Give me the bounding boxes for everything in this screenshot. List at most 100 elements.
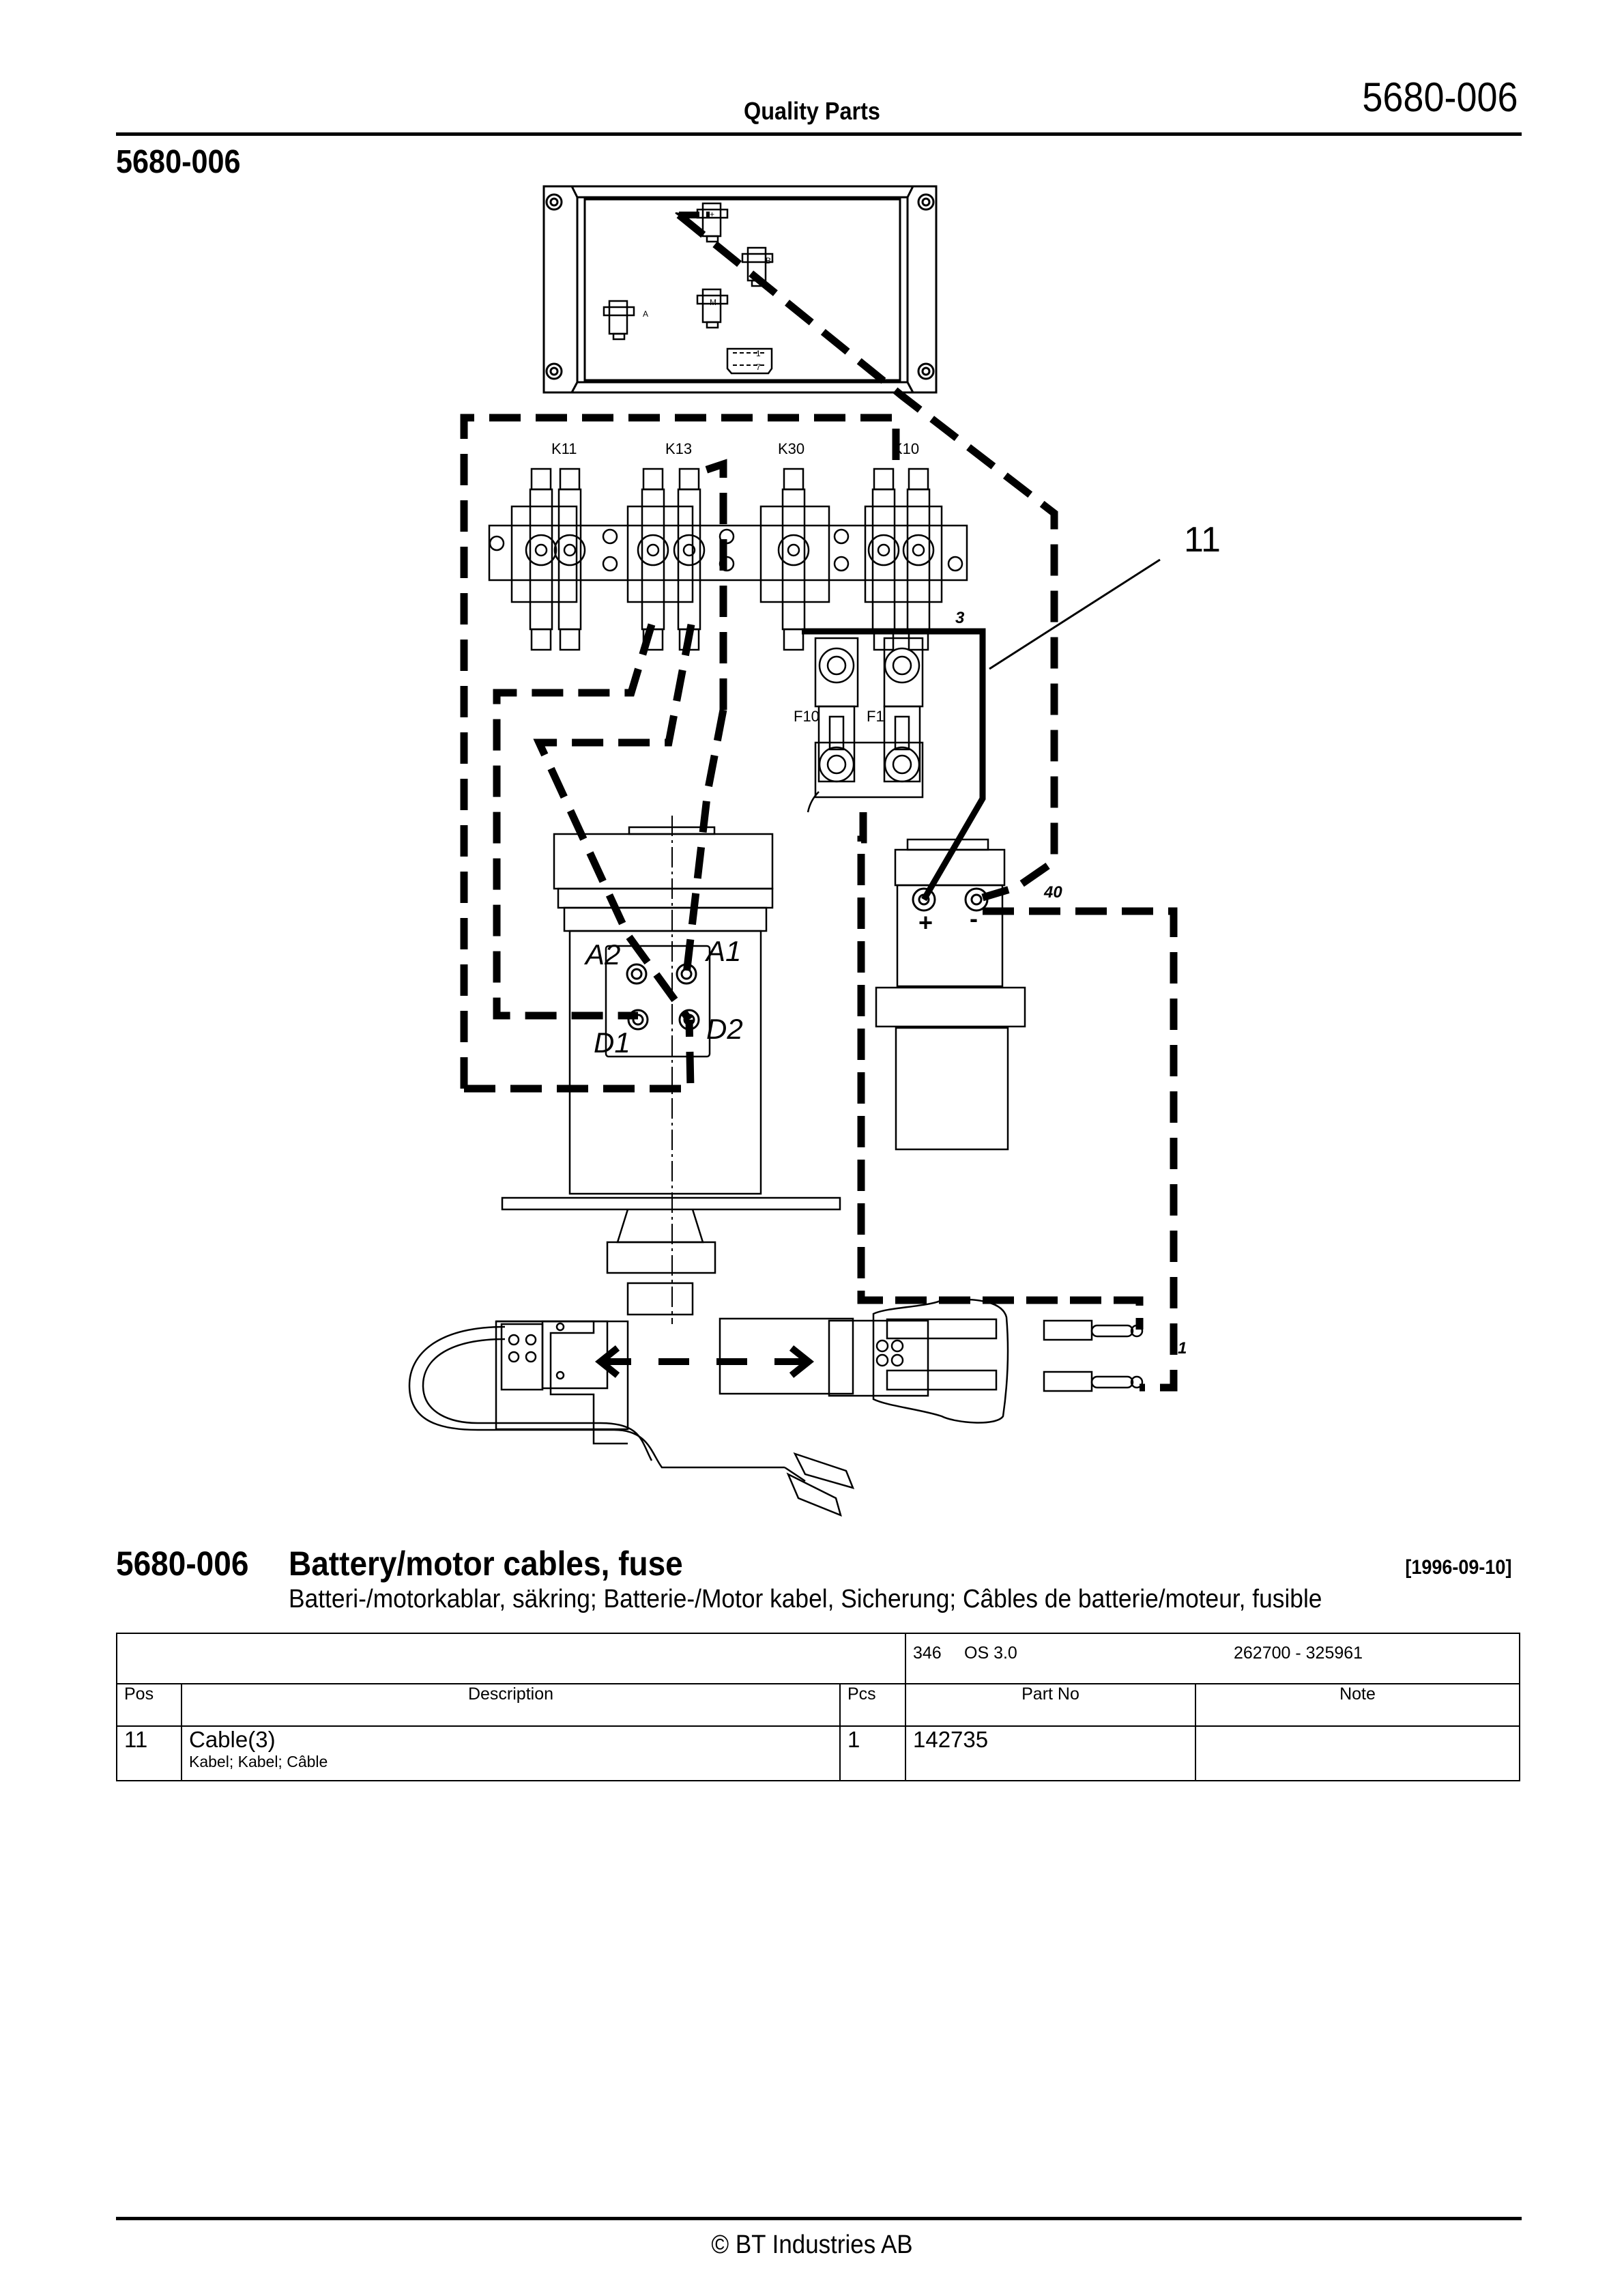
column-header: Pos bbox=[116, 1683, 182, 1727]
column-header: Part No bbox=[905, 1683, 1196, 1727]
contactor-top-bolt bbox=[678, 468, 700, 491]
contactor-pole-disk bbox=[902, 534, 935, 566]
contactor-pole-disk bbox=[646, 543, 660, 557]
column-header: Pcs bbox=[839, 1683, 906, 1727]
battery-terminal-label: - bbox=[970, 904, 978, 932]
fuse-holder bbox=[807, 637, 924, 813]
battery-terminal-label: + bbox=[918, 908, 933, 936]
contactor-bottom-bolt bbox=[530, 628, 552, 651]
meta-model: 346 bbox=[913, 1644, 942, 1663]
controller-terminal-mark: + bbox=[710, 210, 714, 219]
contactor-top-bolt bbox=[783, 468, 804, 491]
contactor-body bbox=[759, 505, 830, 603]
cell-pos: 11 bbox=[116, 1725, 182, 1781]
contactor-pole bbox=[781, 488, 806, 631]
contactor-pole-disk bbox=[673, 534, 706, 566]
terminal-bolt-icon bbox=[603, 202, 774, 341]
contactor-top-bolt bbox=[530, 468, 552, 491]
cell-description: Cable(3) bbox=[189, 1727, 276, 1752]
controller-terminal-mark: B- bbox=[766, 256, 774, 266]
controller-terminal-mark: 1 bbox=[756, 349, 761, 358]
footer-rule bbox=[116, 2217, 1522, 2220]
section-date: [1996-09-10] bbox=[1404, 1556, 1511, 1579]
battery-unit bbox=[875, 838, 1026, 1151]
hex-nut-icon bbox=[489, 535, 505, 551]
hex-nut-icon bbox=[947, 556, 963, 572]
contactor-body bbox=[864, 505, 943, 603]
callout-leader-line bbox=[989, 558, 1161, 670]
table-row: 11 Cable(3) Kabel; Kabel; Câble 1 142735 bbox=[116, 1725, 1520, 1781]
cell-translations: Kabel; Kabel; Câble bbox=[189, 1753, 328, 1770]
contactor-pole bbox=[529, 488, 553, 631]
wire-number: 3 bbox=[955, 609, 965, 627]
hex-nut-icon bbox=[602, 528, 618, 545]
header-page-code: 5680-006 bbox=[1362, 74, 1518, 120]
battery-connector-plug bbox=[408, 1317, 855, 1517]
motor-terminal-label: D2 bbox=[706, 1013, 743, 1045]
fuse-label: F1 bbox=[867, 708, 884, 725]
contactor-label: K10 bbox=[893, 440, 919, 457]
contactor-pole-disk bbox=[682, 543, 696, 557]
section-code: 5680-006 bbox=[116, 1545, 249, 1583]
motor-terminal-label: D1 bbox=[594, 1027, 630, 1059]
contactor-body bbox=[626, 505, 694, 603]
contactor-pole-disk bbox=[867, 534, 900, 566]
arrow-tip-icon bbox=[675, 212, 691, 225]
contactor-pole bbox=[871, 488, 896, 631]
meta-version: OS 3.0 bbox=[964, 1644, 1017, 1663]
contactor-body bbox=[510, 505, 578, 603]
contactor-pole-disk bbox=[525, 534, 557, 566]
hex-nut-icon bbox=[602, 556, 618, 572]
hex-nut-icon bbox=[508, 1334, 904, 1367]
drive-motor bbox=[501, 816, 841, 1324]
controller-terminal-mark: 7 bbox=[756, 362, 761, 372]
cable-routing bbox=[460, 212, 1178, 1392]
cell-pcs: 1 bbox=[839, 1725, 906, 1781]
contactor-label: K30 bbox=[778, 440, 804, 457]
motor-terminal-label: A2 bbox=[583, 938, 620, 971]
contactor-top-bolt bbox=[642, 468, 664, 491]
section-title: Battery/motor cables, fuse bbox=[289, 1545, 683, 1583]
battery-connector-socket bbox=[508, 1298, 1144, 1424]
cell-note bbox=[1195, 1725, 1520, 1781]
contactor-bottom-bolt bbox=[783, 628, 804, 651]
parts-table: 346 OS 3.0 262700 - 325961 Pos Descripti… bbox=[116, 1633, 1520, 1781]
wire-number: 1 bbox=[1178, 1339, 1187, 1358]
controller-terminal-mark: A bbox=[643, 309, 648, 319]
contactor-pole bbox=[641, 488, 665, 631]
contactor-top-bolt bbox=[908, 468, 929, 491]
controller-terminal-mark: M bbox=[710, 298, 716, 307]
section-subtitle: Batteri-/motorkablar, säkring; Batterie-… bbox=[289, 1585, 1322, 1613]
meta-serial-range: 262700 - 325961 bbox=[1234, 1644, 1363, 1663]
page-id: 5680-006 bbox=[116, 144, 241, 180]
contactor-pole-disk bbox=[637, 534, 669, 566]
fuse-label: F10 bbox=[794, 708, 820, 725]
column-header: Description bbox=[181, 1683, 841, 1727]
contactor-pole-disk bbox=[787, 543, 800, 557]
wire-number: 40 bbox=[1043, 883, 1062, 902]
contactor-bus-bar bbox=[488, 524, 968, 582]
contactor-top-bolt bbox=[873, 468, 895, 491]
contactor-pole bbox=[906, 488, 931, 631]
mounting-hole-icon bbox=[545, 193, 935, 380]
contactor-bank bbox=[488, 468, 968, 651]
contactor-label: K11 bbox=[551, 440, 577, 457]
connect-arrow-icon bbox=[594, 1345, 815, 1378]
wiring-diagram: K11 K13 K30 K10 F10 F1 A2 A1 D1 D2 + - 3… bbox=[408, 185, 1221, 1517]
controller-unit bbox=[542, 185, 938, 394]
contactor-pole-disk bbox=[912, 543, 925, 557]
table-meta-row: 346 OS 3.0 262700 - 325961 bbox=[116, 1633, 1520, 1684]
footer-copyright: © BT Industries AB bbox=[711, 2230, 913, 2259]
contactor-pole-disk bbox=[563, 543, 577, 557]
contactor-pole-disk bbox=[777, 534, 810, 566]
cable-3 bbox=[802, 628, 986, 902]
battery-terminal-icon bbox=[912, 887, 989, 912]
table-header-row: Pos Description Pcs Part No Note bbox=[116, 1683, 1520, 1727]
header-rule bbox=[116, 132, 1522, 136]
callout-number: 11 bbox=[1184, 520, 1221, 560]
contactor-label: K13 bbox=[665, 440, 692, 457]
contactor-top-bolt bbox=[559, 468, 581, 491]
contactor-pole-disk bbox=[534, 543, 548, 557]
motor-terminal-label: A1 bbox=[704, 935, 741, 967]
contactor-pole bbox=[677, 488, 701, 631]
